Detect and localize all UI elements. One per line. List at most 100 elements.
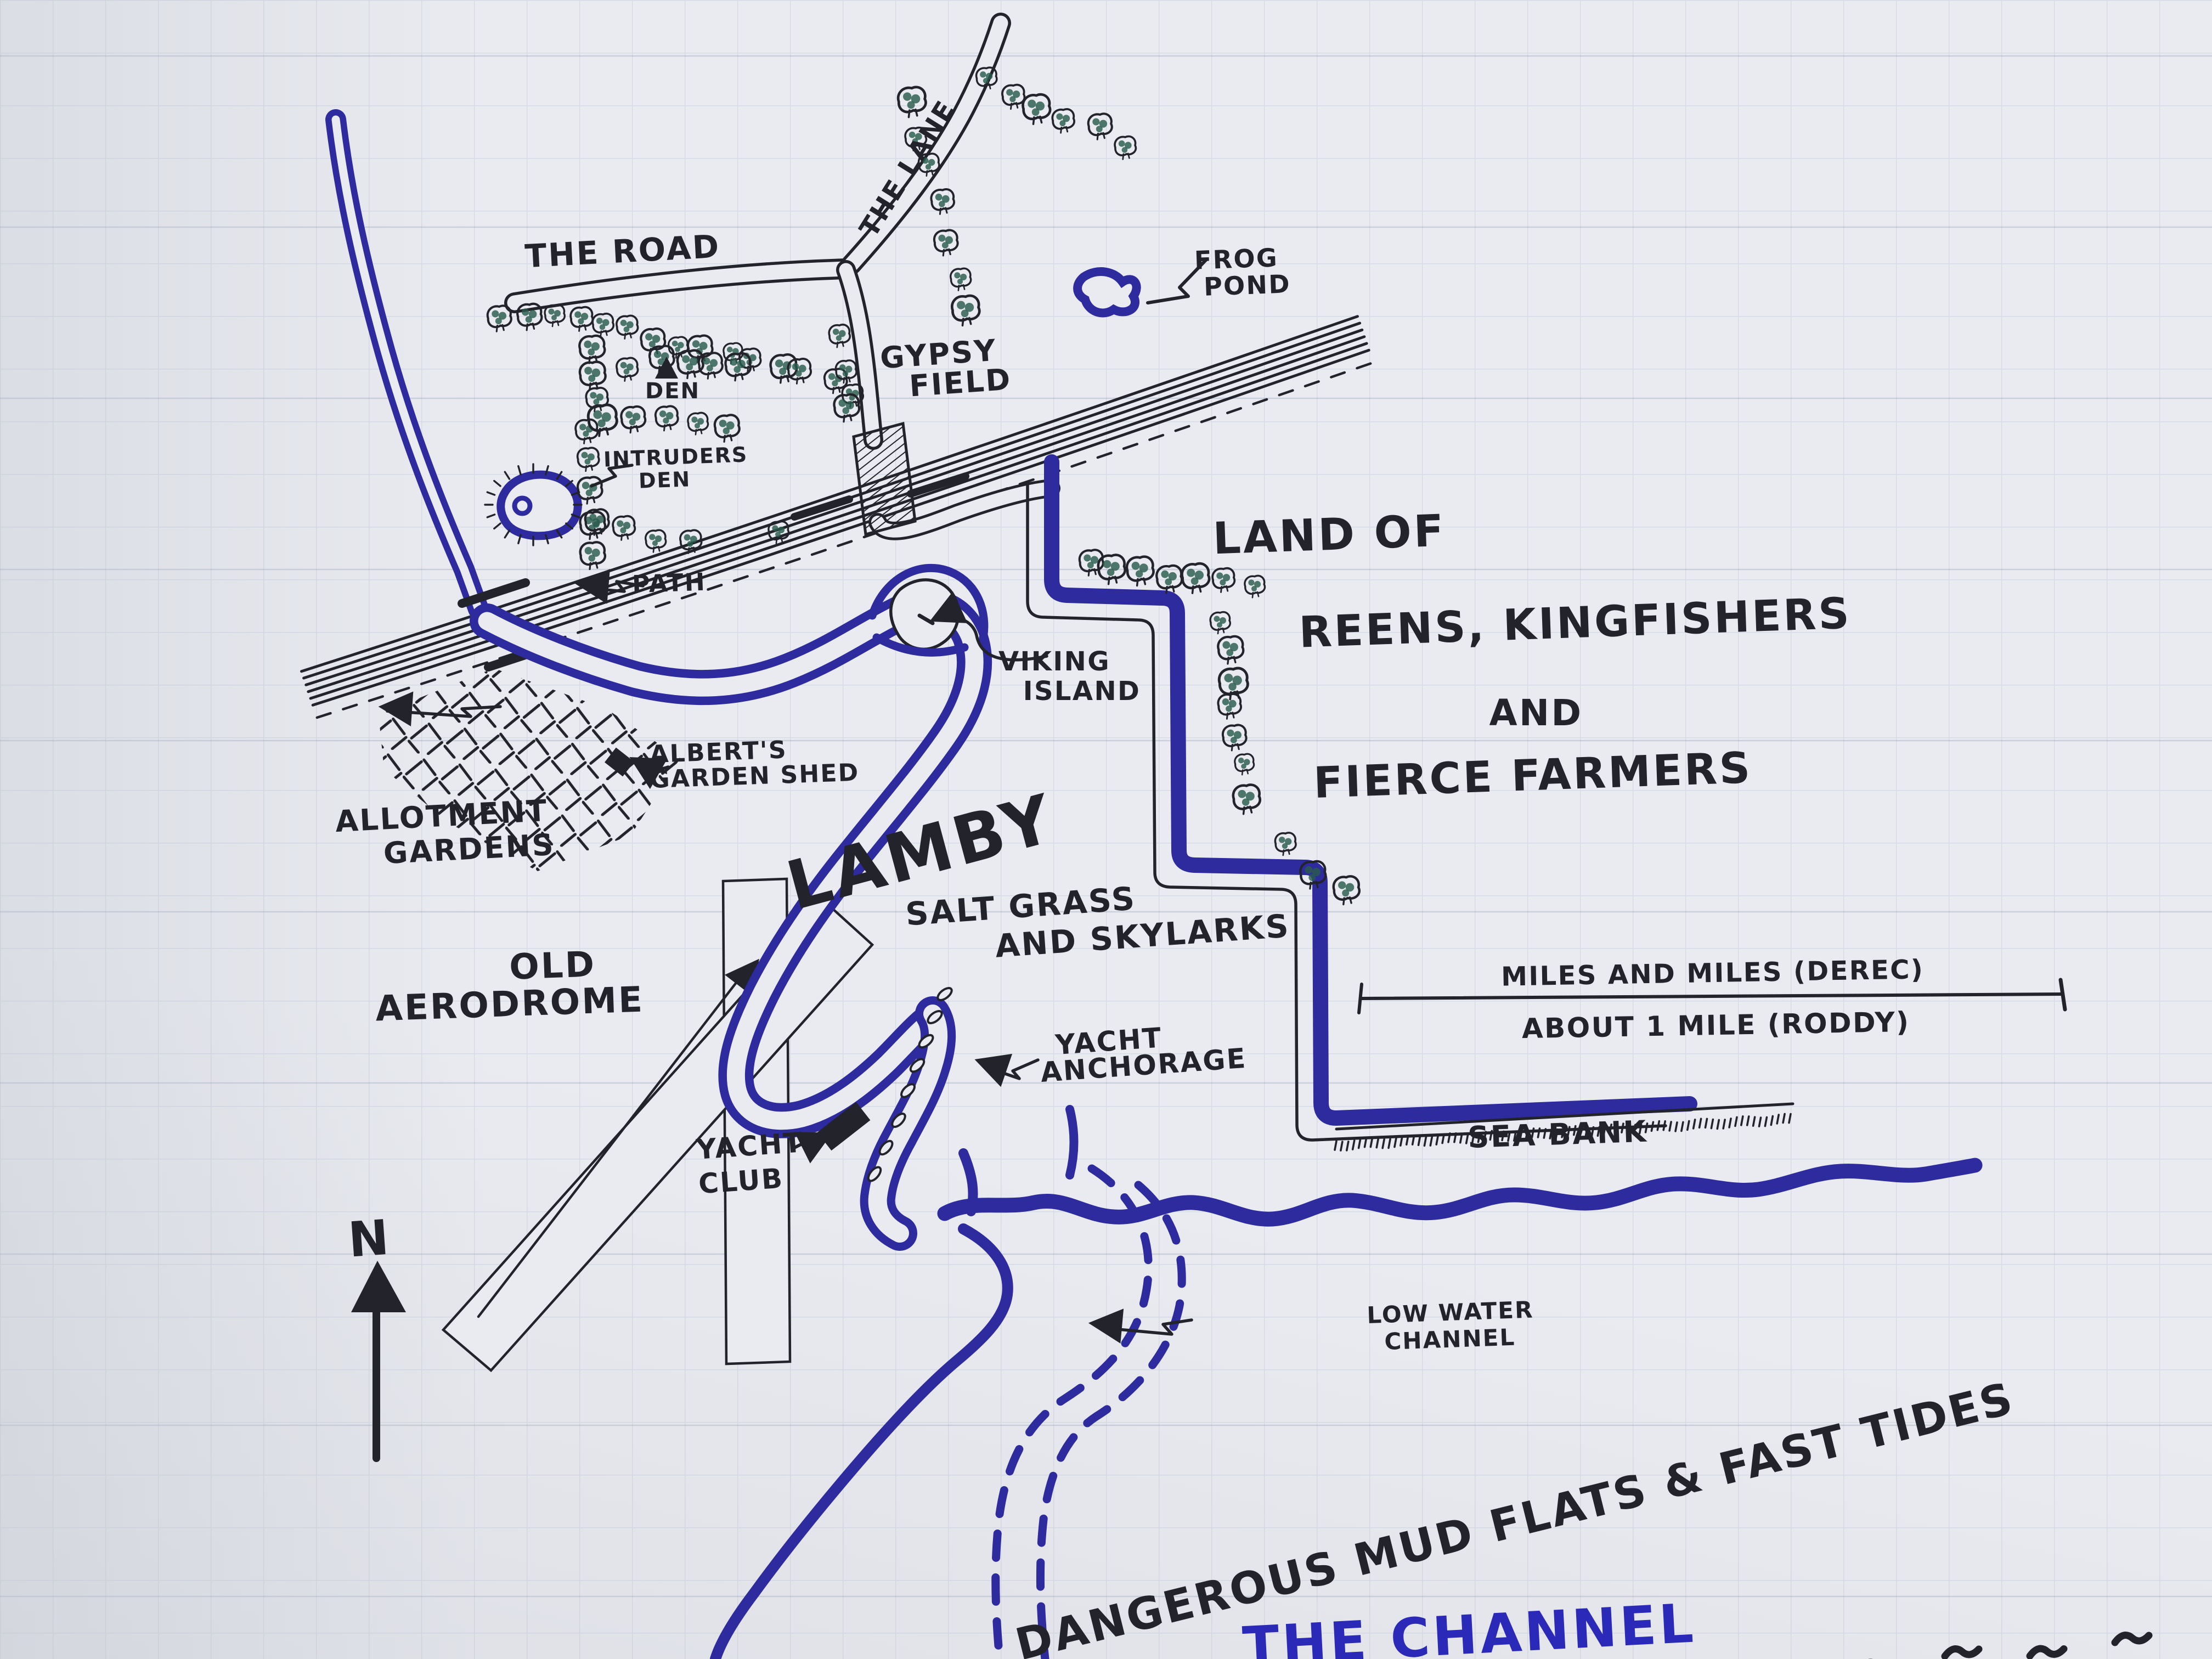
yacht-icon [909,1058,926,1073]
frog-pond-shape [1073,267,1141,318]
sea-bank-hatch-tick [1746,1115,1750,1126]
sea-bank-hatch-tick [1423,1136,1427,1147]
sea-bank-hatch-tick [1435,1135,1440,1146]
frog-pond-arrow [1146,257,1209,304]
grass-tick [517,465,522,476]
sea-bank-hatch-tick [1459,1133,1463,1144]
sea-bank-hatch-tick [1489,1130,1493,1141]
grass-tick [493,522,501,530]
yacht-icon [918,1034,934,1049]
lane-railway-bridge [791,421,969,537]
sea-bank-hatch-tick [1381,1138,1385,1149]
grass-tick [504,471,511,480]
yacht-icon [867,1166,882,1182]
grass-tick [571,514,580,518]
sea-bank-hatch-tick [1602,1125,1607,1136]
sea-bank-hatch-tick [1644,1122,1649,1133]
label-alberts-shed-1: ALBERT'S [650,736,788,769]
scale-label-above: MILES AND MILES (DEREC) [1501,954,1925,992]
wave-mark [1941,1645,1983,1659]
grass-tick [545,534,549,545]
yacht-icon [891,1113,906,1128]
sea-bank-hatch-tick [1334,1140,1338,1151]
yacht-icon [878,1139,894,1156]
sea-bank-hatch-tick [1567,1126,1571,1137]
grass-tick [517,534,522,545]
sea-bank-hatch-tick [1692,1119,1696,1130]
bridge-abutment-mark [907,472,969,498]
sea-bank-hatch-tick [1615,1122,1618,1133]
sea-bank-hatch-tick [1680,1121,1684,1132]
wave-mark [2026,1645,2068,1659]
label-gypsy-field-2: FIELD [908,362,1013,404]
roads [504,13,1060,540]
label-compass-north: N [346,1209,393,1268]
sea-bank-hatch-tick [1471,1133,1475,1144]
grass-tick [565,522,573,530]
wave-mark [2111,1632,2153,1646]
low-water-channel-inner [1036,1181,1186,1659]
label-sea-bank: SEA BANK [1467,1114,1648,1155]
island-north-bank [868,563,989,647]
sea-bank-hatch-tick [1369,1137,1374,1148]
sea-bank-hatch-tick [1704,1118,1708,1129]
bridge-abutment-mark [791,495,853,521]
grass-tick [545,465,549,476]
sea-bank-hatch-tick [1501,1130,1505,1142]
sea-bank-hatch-tick [1543,1128,1547,1139]
grass-tick [565,479,573,487]
intruders-den-arrow [590,464,634,488]
sea-bank-hatch-tick [1572,1125,1577,1136]
sea-bank-hatch-tick [1722,1119,1726,1130]
sea-wave-marks [1868,1632,2153,1659]
sea-bank-hatch-tick [1710,1118,1714,1130]
sea-bank-hatch-tick [1387,1138,1391,1149]
annotation-arrows [378,257,1209,1344]
sea-bank-hatch-tick [1340,1141,1344,1152]
sea-bank-hatch-tick [1668,1121,1672,1132]
sea-bank-hatch-tick [1507,1131,1511,1142]
sea-bank-hatch-tick [1483,1131,1487,1142]
rail-bridge-mark [458,578,530,608]
sea-bank-hatch-tick [1345,1141,1350,1152]
low-water-channel-outer [991,1164,1153,1659]
sea-bank-hatch-tick [1662,1120,1667,1131]
sea-bank-hatch-tick [1400,1136,1403,1147]
label-old-aerodrome-2: AERODROME [375,979,645,1029]
sea-bank [1334,1102,1795,1152]
grass-tick [556,529,563,539]
sea-bank-hatch-tick [1417,1135,1421,1147]
sea-bank-hatch-tick [1357,1138,1362,1149]
estuary-west-bank [710,1223,1013,1659]
label-old-aerodrome-1: OLD [509,944,596,988]
island-south-bank [872,633,969,657]
north-arrow [351,1261,406,1462]
grass-tick [486,514,496,518]
stream [325,109,489,619]
sea-bank-hatch-tick [1411,1135,1415,1146]
sea-bank-hatch-tick [1525,1128,1529,1139]
sea-bank-hatch-tick [1621,1122,1624,1133]
sea-bank-hatch-tick [1596,1126,1601,1137]
yacht-icon [900,1083,916,1098]
sea-bank-hatch-tick [1375,1137,1380,1149]
low-water-arrow [1088,1308,1193,1344]
path-arrow [574,569,645,604]
runway-direction-arrow [477,958,759,1318]
label-land-of: LAND OF [1212,505,1447,565]
sea-bank-hatch-tick [1698,1118,1702,1129]
label-path: PATH [631,568,706,599]
sea-bank-hatch-tick [1351,1139,1356,1150]
sea-bank-hatch-tick [1519,1130,1523,1141]
sea-bank-hatch-tick [1477,1132,1481,1143]
label-frog-pond-2: POND [1203,269,1291,302]
sea-bank-hatch-tick [1549,1128,1553,1139]
sea-bank-hatch-tick [1674,1121,1678,1132]
alberts-garden-shed-icon [604,747,635,777]
label-viking-island-2: ISLAND [1023,676,1141,707]
sea-bank-hatch-tick [1578,1125,1583,1136]
sea-bank-hatch-tick [1650,1121,1655,1132]
sea-bank-hatch-tick [1590,1126,1595,1137]
label-intruders-den-1: INTRUDERS [603,442,748,471]
